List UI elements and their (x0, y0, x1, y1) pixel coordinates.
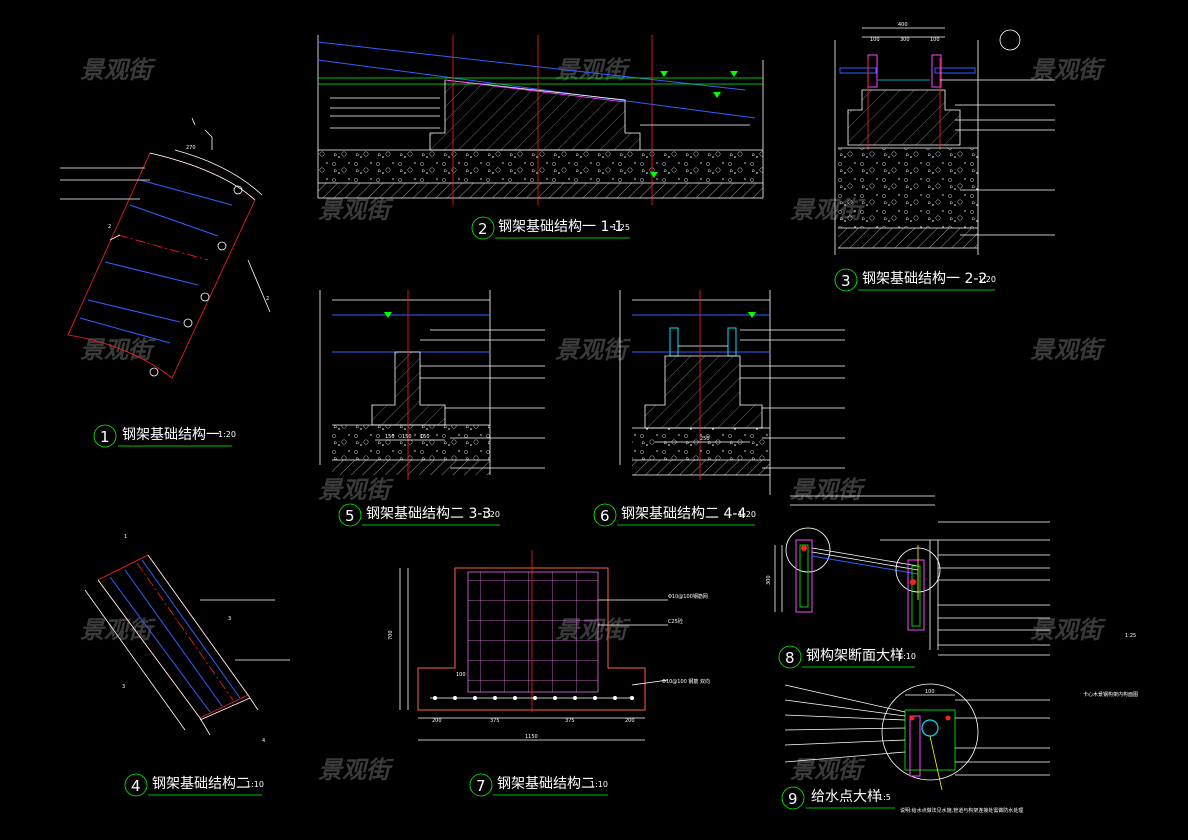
dim-d7-b: 375 (490, 718, 500, 724)
dim-d5-b: 150 (402, 434, 412, 440)
detail-1-scale: 1:20 (218, 430, 236, 439)
dim-d8-h: 300 (766, 575, 772, 585)
detail-7-number-bubble (469, 773, 493, 797)
dim-d3-top: 400 (898, 22, 908, 28)
dim-d7-total: 1150 (525, 734, 538, 740)
dim-d7-h: 700 (388, 630, 394, 640)
side-scale: 1:25 (1125, 633, 1136, 639)
dim-d5-c: 150 (420, 434, 430, 440)
watermark: 景观街 (318, 196, 394, 224)
watermark: 景观街 (1030, 336, 1106, 364)
section-mark: 3 (122, 684, 125, 690)
detail-3-scale: 1:20 (978, 275, 996, 284)
detail-4-title: 钢架基础结构二 (152, 775, 250, 792)
detail-5-scale: 1:20 (482, 510, 500, 519)
detail-9-scale: 1:5 (878, 793, 891, 802)
dim-d3-c: 100 (930, 37, 940, 43)
detail-4-scale: 1:10 (246, 780, 264, 789)
watermark: 景观街 (790, 476, 866, 504)
detail-3-section: 400 100 300 100 3 钢架基础结构一 2-2 1:20 (834, 22, 1055, 292)
detail-6-number-bubble (593, 503, 617, 527)
dim-d3-b: 300 (900, 37, 910, 43)
dim-d5-a: 150 (385, 434, 395, 440)
dim-d7-a: 200 (432, 718, 442, 724)
detail-7-number: 7 (476, 777, 486, 795)
watermark: 景观街 (318, 476, 394, 504)
detail-9-number: 9 (788, 790, 798, 808)
detail-2-scale: 1:25 (612, 223, 630, 232)
detail-8-number-bubble (778, 645, 802, 669)
detail-9-number-bubble (781, 786, 805, 810)
dim-d7-in: 100 (456, 672, 466, 678)
rebar-dots (433, 696, 634, 700)
detail-8-scale: 1:10 (898, 652, 916, 661)
watermark: 景观街 (80, 56, 156, 84)
detail-8-title: 钢构架断面大样 (806, 648, 904, 664)
detail-6-title: 钢架基础结构二 4-4 (621, 505, 746, 522)
detail-3-number: 3 (841, 272, 851, 290)
detail-2-section: 2 钢架基础结构一 1-1 1:25 (317, 35, 764, 240)
detail-7-scale: 1:10 (590, 780, 608, 789)
detail-4-number-bubble (124, 773, 148, 797)
detail-7-elevation: 700 200 375 375 200 1150 100 Φ10@100钢筋网 (388, 550, 710, 797)
detail-9-title: 给水点大样 (811, 789, 881, 805)
dim-d1-top: 270 (186, 145, 196, 151)
section-mark: 4 (262, 738, 265, 744)
detail-2-number: 2 (478, 220, 488, 238)
note-d7-concrete: C25砼 (668, 618, 683, 625)
detail-2-title: 钢架基础结构一 1-1 (498, 218, 623, 235)
detail-6-number: 6 (600, 507, 610, 525)
detail-9-detail: 100 9 给水点大样 1:5 说明:给水点做法见水施,管道与构架连接处需做防水… (781, 683, 1050, 814)
section-mark: 2 (266, 296, 269, 302)
detail-5-number: 5 (345, 507, 355, 525)
dim-d3-a: 100 (870, 37, 880, 43)
watermarks: 景观街 景观街 景观街 景观街 景观街 景观街 景观街 景观街 景观街 景观街 … (80, 56, 1106, 784)
detail-5-title: 钢架基础结构二 3-3 (366, 505, 491, 522)
watermark: 景观街 (318, 756, 394, 784)
dim-d6-mid: 250 (700, 436, 710, 442)
watermark: 景观街 (790, 756, 866, 784)
side-note: 卡心木景钢构架内构面图 (1083, 691, 1138, 698)
detail-8-section: 300 8 钢构架断面大样 1:10 (766, 495, 1050, 669)
detail-1-plan: 270 2 2 1 钢架基础结构一 1:20 (60, 117, 271, 448)
watermark: 景观街 (80, 616, 156, 644)
detail-6-section: 250 6 钢架基础结构二 4-4 1:20 (593, 290, 845, 527)
section-mark: 2 (108, 224, 111, 230)
detail-6-scale: 1:20 (738, 510, 756, 519)
dim-d7-d: 200 (625, 718, 635, 724)
detail-8-number: 8 (785, 649, 795, 667)
detail-1-number: 1 (100, 428, 110, 446)
detail-1-title: 钢架基础结构一 (122, 426, 220, 443)
detail-3-title: 钢架基础结构一 2-2 (862, 270, 987, 287)
detail-2-number-bubble (471, 216, 495, 240)
dim-d7-c: 375 (565, 718, 575, 724)
section-mark: 3 (228, 616, 231, 622)
detail-7-title: 钢架基础结构二 (497, 775, 595, 792)
section-mark: 1 (124, 534, 127, 540)
note-d7-bar: Φ10@100 钢筋 双向 (662, 678, 710, 685)
detail-1-number-bubble (93, 424, 117, 448)
detail-3-number-bubble (834, 268, 858, 292)
watermark: 景观街 (1030, 56, 1106, 84)
note-d9-foot: 说明:给水点做法见水施,管道与构架连接处需做防水处理 (900, 807, 1023, 814)
dim-d9-top: 100 (925, 689, 935, 695)
detail-5-number-bubble (338, 503, 362, 527)
note-d7-mesh: Φ10@100钢筋网 (668, 593, 708, 600)
detail-5-section: 150 150 150 5 钢架基础结构二 3-3 1:20 (319, 290, 545, 527)
watermark: 景观街 (555, 336, 631, 364)
detail-4-number: 4 (131, 777, 141, 795)
detail-4-plan: 1 3 3 4 4 钢架基础结构二 1:10 (84, 534, 290, 797)
